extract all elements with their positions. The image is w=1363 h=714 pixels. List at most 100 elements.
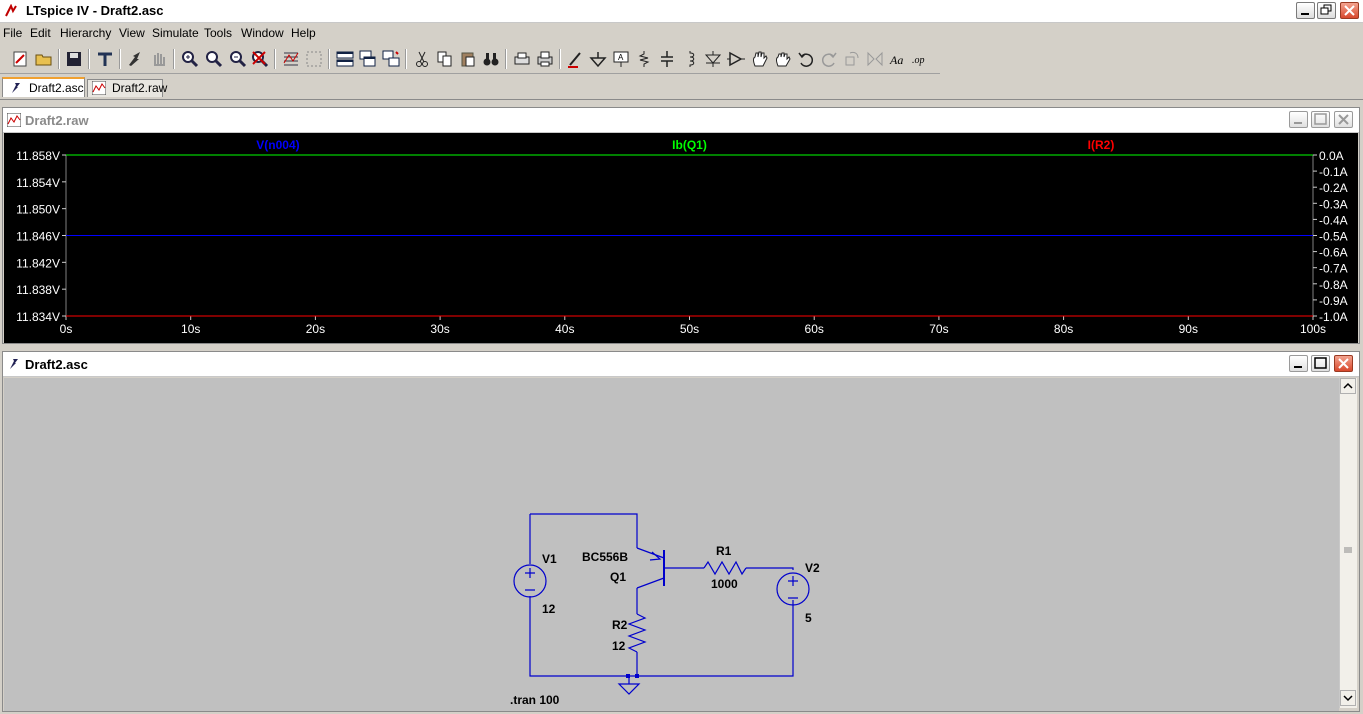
menu-file[interactable]: File — [3, 26, 23, 40]
cut-icon[interactable] — [412, 49, 432, 69]
mirror-icon[interactable] — [865, 49, 885, 69]
waveform-icon — [92, 81, 106, 95]
grid-icon[interactable] — [304, 49, 324, 69]
diode-icon[interactable] — [703, 49, 723, 69]
tab-draft2-raw[interactable]: Draft2.raw — [87, 79, 167, 97]
control-panel-icon[interactable] — [95, 49, 115, 69]
waveform-maximize-button[interactable] — [1311, 111, 1330, 128]
component-icon[interactable] — [726, 49, 746, 69]
waveform-close-button[interactable] — [1334, 111, 1353, 128]
wire[interactable] — [530, 513, 638, 548]
schematic-close-button[interactable] — [1334, 355, 1353, 372]
wire[interactable] — [746, 567, 794, 570]
transistor-q1[interactable] — [636, 547, 665, 589]
schematic-minimize-button[interactable] — [1289, 355, 1308, 372]
drag-icon[interactable] — [773, 49, 793, 69]
q1-model-label: BC556B — [582, 550, 628, 564]
restore-button[interactable] — [1317, 2, 1336, 19]
svg-text:Aa: Aa — [889, 53, 903, 67]
cascade-icon[interactable] — [358, 49, 378, 69]
zoom-in-icon[interactable] — [180, 49, 200, 69]
voltage-source-v1[interactable] — [513, 564, 547, 598]
menu-help[interactable]: Help — [291, 26, 316, 40]
waveform-minimize-button[interactable] — [1289, 111, 1308, 128]
wire-icon[interactable] — [566, 49, 586, 69]
schematic-vertical-scrollbar[interactable] — [1339, 378, 1357, 708]
move-icon[interactable] — [750, 49, 770, 69]
scroll-thumb-grip[interactable] — [1342, 542, 1354, 553]
label-net-icon[interactable]: A — [611, 49, 631, 69]
schematic-maximize-button[interactable] — [1311, 355, 1330, 372]
resistor-r1[interactable] — [703, 560, 747, 576]
zoom-back-icon[interactable] — [228, 49, 248, 69]
menu-bar: File Edit Hierarchy View Simulate Tools … — [0, 23, 1363, 43]
scroll-down-button[interactable] — [1340, 690, 1356, 706]
resistor-icon[interactable] — [634, 49, 654, 69]
zoom-out-icon[interactable] — [204, 49, 224, 69]
menu-simulate[interactable]: Simulate — [152, 26, 199, 40]
halt-icon[interactable] — [149, 49, 169, 69]
menu-tools[interactable]: Tools — [204, 26, 233, 40]
find-icon[interactable] — [481, 49, 501, 69]
spice-directive-icon[interactable]: .op — [910, 49, 930, 69]
wire[interactable] — [529, 596, 794, 677]
minimize-button[interactable] — [1296, 2, 1315, 19]
r2-value-label: 12 — [612, 639, 626, 653]
x-tick-label: 40s — [555, 322, 574, 336]
junction-dot — [635, 674, 639, 678]
maximize-icon — [1314, 357, 1327, 369]
restore-icon — [1320, 4, 1332, 15]
y-left-tick-label: 11.850V — [16, 203, 60, 217]
resistor-r2[interactable] — [627, 613, 647, 653]
tile-vertical-icon[interactable] — [381, 49, 401, 69]
text-icon[interactable]: Aa — [888, 49, 908, 69]
rotate-icon[interactable] — [842, 49, 862, 69]
y-left-tick-label: 11.834V — [16, 310, 60, 324]
x-tick-label: 100s — [1300, 322, 1326, 336]
scroll-up-button[interactable] — [1340, 378, 1356, 394]
grip-icon — [1344, 547, 1352, 553]
menu-edit[interactable]: Edit — [30, 26, 51, 40]
paste-icon[interactable] — [458, 49, 478, 69]
x-tick-label: 80s — [1054, 322, 1073, 336]
ground-icon[interactable] — [588, 49, 608, 69]
print-setup-icon[interactable] — [512, 49, 532, 69]
autorange-icon[interactable] — [281, 49, 301, 69]
y-right-tick-label: -1.0A — [1319, 310, 1348, 324]
waveform-window-title: Draft2.raw — [25, 113, 89, 128]
capacitor-icon[interactable] — [657, 49, 677, 69]
toolbar: A Aa .op — [0, 45, 940, 74]
tile-horizontal-icon[interactable] — [335, 49, 355, 69]
menu-view[interactable]: View — [119, 26, 145, 40]
zoom-fit-icon[interactable] — [250, 49, 270, 69]
redo-icon[interactable] — [819, 49, 839, 69]
voltage-source-v2[interactable] — [776, 572, 810, 606]
undo-icon[interactable] — [796, 49, 816, 69]
y-right-tick-label: -0.5A — [1319, 230, 1348, 244]
menu-hierarchy[interactable]: Hierarchy — [60, 26, 112, 40]
new-schematic-icon[interactable] — [10, 49, 30, 69]
plot-background — [4, 133, 1358, 343]
minimize-icon — [1294, 122, 1302, 124]
open-icon[interactable] — [34, 49, 54, 69]
close-button[interactable] — [1340, 2, 1359, 19]
menu-window[interactable]: Window — [241, 26, 284, 40]
save-icon[interactable] — [64, 49, 84, 69]
x-tick-label: 50s — [680, 322, 699, 336]
y-left-tick-label: 11.854V — [16, 176, 60, 190]
run-icon[interactable] — [125, 49, 145, 69]
legend-i-r2-[interactable]: I(R2) — [1088, 138, 1115, 152]
print-icon[interactable] — [535, 49, 555, 69]
tran-directive-label[interactable]: .tran 100 — [510, 693, 560, 707]
tab-draft2-asc[interactable]: Draft2.asc — [2, 77, 85, 97]
legend-v-n004-[interactable]: V(n004) — [256, 138, 299, 152]
legend-ib-q1-[interactable]: Ib(Q1) — [672, 138, 707, 152]
schematic-window-title-bar: Draft2.asc — [3, 352, 1359, 377]
copy-icon[interactable] — [435, 49, 455, 69]
x-tick-label: 20s — [306, 322, 325, 336]
inductor-icon[interactable] — [680, 49, 700, 69]
schematic-canvas[interactable]: V1 12 BC556B Q1 R1 1000 V2 5 R2 12 .tran… — [4, 378, 1339, 711]
junction-dot — [626, 674, 630, 678]
y-right-tick-label: -0.1A — [1319, 165, 1348, 179]
